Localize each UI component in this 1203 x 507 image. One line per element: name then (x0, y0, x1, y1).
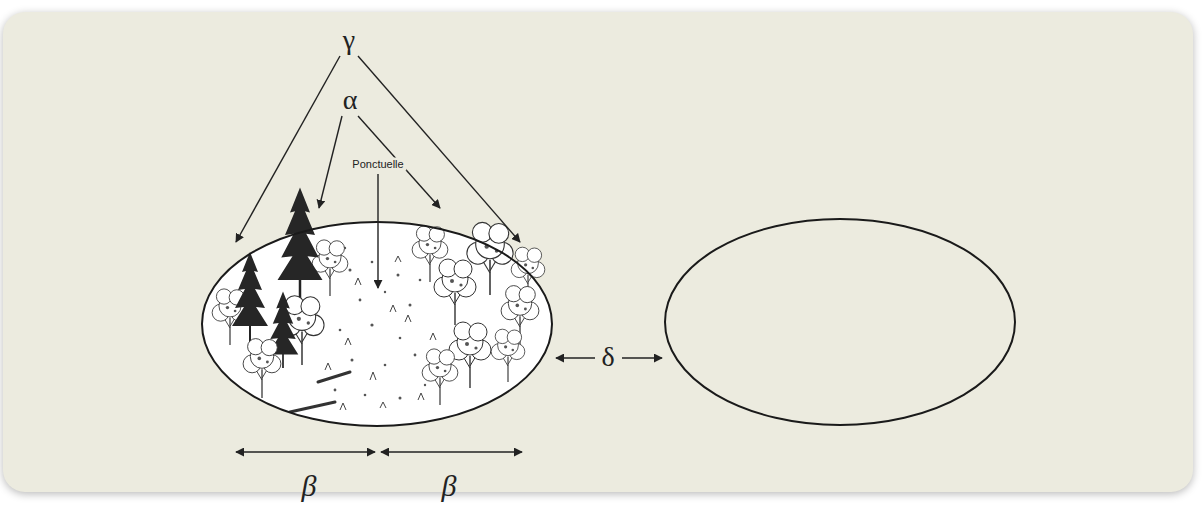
background-panel (3, 12, 1193, 492)
point-label: Ponctuelle (349, 158, 406, 171)
conifer-tree (232, 252, 268, 342)
alpha-label: α (343, 86, 358, 114)
delta-label: δ (601, 343, 614, 371)
gamma-arrow (236, 56, 340, 242)
delta-arrow (556, 357, 595, 358)
delta-arrow (622, 357, 662, 358)
ecosystem-ellipse (202, 222, 552, 426)
beta-label: β (442, 471, 457, 501)
deciduous-tree (243, 339, 281, 398)
beta-arrow (381, 451, 522, 452)
deciduous-tree (312, 240, 348, 296)
ellipse-fill (202, 222, 552, 426)
beta-label: β (302, 471, 317, 501)
ecosystem-ellipse (665, 219, 1015, 425)
deciduous-tree (491, 329, 525, 382)
conifer-tree (278, 188, 323, 301)
gamma-label: γ (343, 26, 355, 54)
deciduous-tree (422, 349, 458, 405)
beta-arrow (236, 451, 375, 452)
point-arrow (377, 174, 378, 288)
deciduous-tree (434, 259, 476, 325)
alpha-arrow (319, 116, 342, 208)
gamma-arrow (358, 56, 520, 242)
